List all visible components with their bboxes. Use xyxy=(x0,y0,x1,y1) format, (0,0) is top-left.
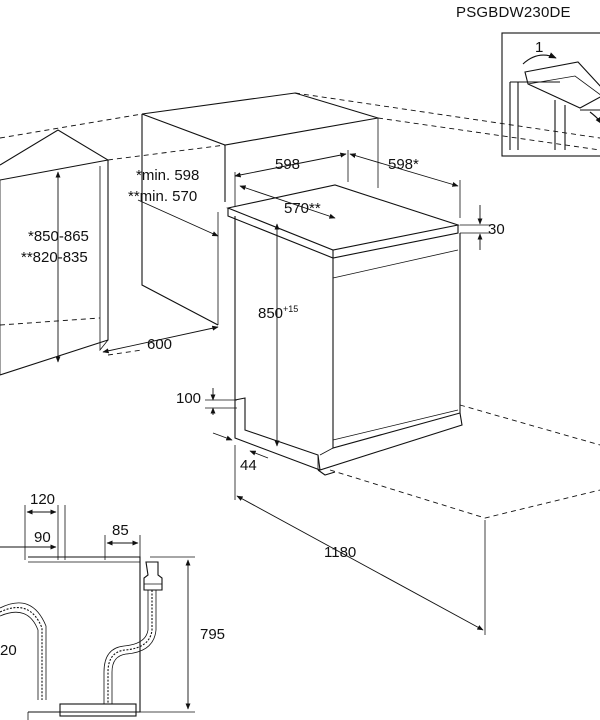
inset-frame xyxy=(501,32,600,157)
dishwasher xyxy=(226,184,463,476)
plinth-height-label: 100 xyxy=(176,390,201,407)
dishwasher-side xyxy=(234,216,321,471)
niche-height-alt-label: **820-835 xyxy=(21,249,88,266)
appliance-depth-label: 598* xyxy=(388,156,419,173)
dishwasher-panel-line xyxy=(332,249,459,279)
dishwasher-foot xyxy=(317,469,336,476)
model-code: PSGBDW230DE xyxy=(456,4,571,21)
inset-rotate-arrow-2 xyxy=(589,111,600,125)
worktop-thickness-label: 30 xyxy=(488,221,505,238)
dimension-labels: *850-865 **820-835 *min. 598 **min. 570 … xyxy=(0,156,505,659)
appliance-width-label: 598 xyxy=(275,156,300,173)
hose-fitting xyxy=(143,561,163,591)
drain-hose xyxy=(0,607,43,700)
hose-height-label: 795 xyxy=(200,626,225,643)
inset-rotate-arrow xyxy=(522,52,557,65)
dimension-lines xyxy=(55,150,490,635)
niche-width-label: *min. 598 xyxy=(136,167,199,184)
hose-offset-inner-label: 90 xyxy=(34,529,51,546)
right-cabinet xyxy=(141,92,379,326)
niche-depth-label: 600 xyxy=(147,336,172,353)
drain-offset-label: 85 xyxy=(112,522,129,539)
niche-width-alt-label: **min. 570 xyxy=(128,188,197,205)
inset-panel: 1 xyxy=(501,32,600,157)
dishwasher-plinth xyxy=(234,397,463,471)
inlet-hose xyxy=(107,590,153,704)
hose-unit-outline xyxy=(28,556,141,713)
inset-lid-edge xyxy=(527,75,600,96)
hose-left-partial-label: 20 xyxy=(0,642,17,659)
inset-lid xyxy=(524,61,600,109)
wall-floor-outline xyxy=(0,92,600,519)
worktop-depth-label: 570** xyxy=(284,200,321,217)
plinth-depth-label: 44 xyxy=(240,457,257,474)
inset-cabinet xyxy=(509,81,600,150)
niche-height-label: *850-865 xyxy=(28,228,89,245)
appliance-height-label: 850+15 xyxy=(258,304,298,322)
door-clearance-label: 1180 xyxy=(324,544,356,561)
hose-diagram xyxy=(0,505,195,720)
inset-step-label: 1 xyxy=(535,39,543,56)
hose-offset-outer-label: 120 xyxy=(30,491,55,508)
dishwasher-front xyxy=(332,233,461,449)
